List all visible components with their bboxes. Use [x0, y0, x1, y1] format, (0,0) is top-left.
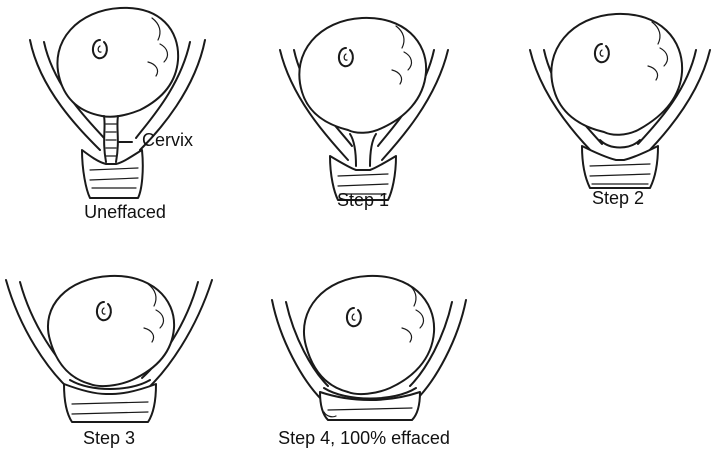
stage-step3: Step 3 — [0, 270, 220, 453]
cervix-callout-label: Cervix — [142, 130, 194, 150]
stage-uneffaced: Cervix Uneffaced — [20, 0, 240, 230]
stage-step4: Step 4, 100% effaced — [262, 270, 482, 453]
stage-step2: Step 2 — [520, 0, 720, 230]
stage-step1: Step 1 — [270, 0, 460, 230]
illustration-step2 — [529, 12, 711, 189]
caption-step3: Step 3 — [82, 428, 136, 448]
illustration-uneffaced — [29, 6, 206, 199]
illustration-step3 — [5, 274, 213, 423]
caption-step2: Step 2 — [591, 188, 645, 208]
caption-step4: Step 4, 100% effaced — [278, 428, 450, 448]
illustration-step1 — [279, 16, 449, 201]
caption-step1: Step 1 — [336, 190, 390, 210]
illustration-step4 — [271, 274, 467, 421]
caption-uneffaced: Uneffaced — [84, 202, 166, 222]
